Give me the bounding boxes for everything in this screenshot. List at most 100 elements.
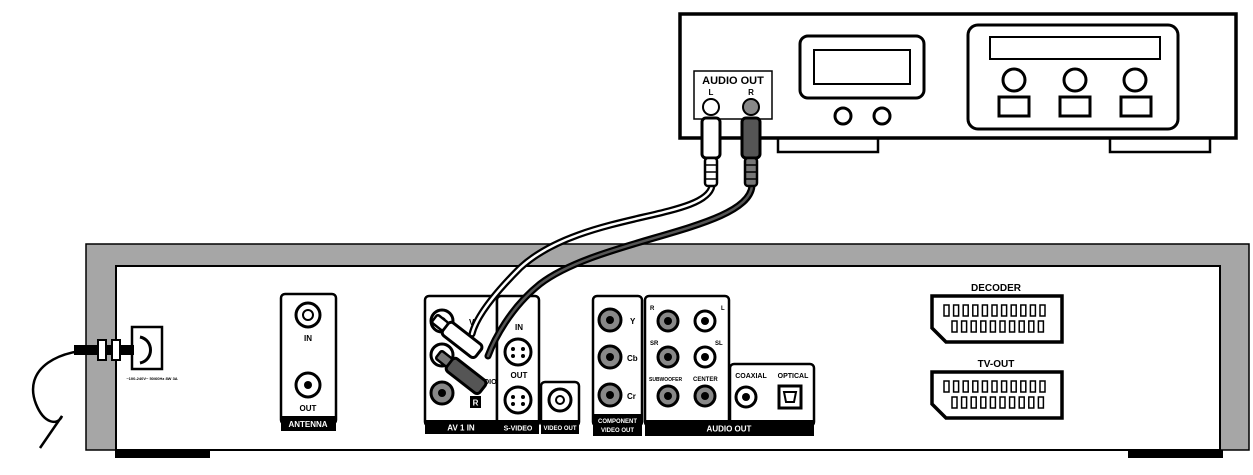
- digital-optical-port[interactable]: [777, 384, 803, 410]
- scart-decoder-pin: [1018, 320, 1025, 333]
- scart-tvout-label: TV-OUT: [978, 359, 1015, 370]
- av1-title-bar: [425, 420, 497, 434]
- svideo-in-pin-2: [521, 347, 525, 351]
- power-rating-text: ~100-240V~ 50/60Hz 8W 3A: [126, 376, 177, 381]
- scart-decoder-pin: [1028, 320, 1035, 333]
- scart-decoder-pin: [991, 304, 998, 317]
- av1-title: AV 1 IN: [447, 424, 475, 433]
- amplifier-jack-left[interactable]: [702, 98, 720, 116]
- scart-decoder-pin: [1008, 320, 1016, 333]
- audio-out-l-center: [701, 317, 709, 325]
- digital-optical-port-shape: [782, 391, 798, 403]
- amplifier-button-2[interactable]: [1058, 95, 1092, 118]
- power-plug-grip-1: [97, 339, 107, 361]
- power-cable: [31, 348, 103, 449]
- antenna-in-jack-center: [302, 309, 314, 321]
- scart-decoder-pin: [972, 304, 979, 317]
- component-title-line1: COMPONENT: [598, 419, 637, 425]
- amplifier-knob-1[interactable]: [833, 106, 853, 126]
- svideo-out-label: OUT: [511, 371, 528, 380]
- digital-coaxial-center: [742, 393, 750, 401]
- scart-tvout-pin: [1010, 380, 1017, 393]
- av1-plug-red-boot: [434, 349, 454, 368]
- scart-tvout-pin: [951, 396, 958, 409]
- amplifier-unit: AUDIO OUT L R: [678, 12, 1238, 154]
- scart-tvout-pin: [970, 396, 977, 409]
- scart-decoder-label: DECODER: [971, 283, 1022, 294]
- audio-out-sl-label: SL: [715, 341, 723, 347]
- scart-tvout-pin: [989, 396, 997, 409]
- audio-cables: [430, 116, 762, 396]
- scart-tvout-pin: [1008, 396, 1016, 409]
- audio-out-center-label: CENTER: [693, 377, 718, 383]
- amplifier-button-1[interactable]: [997, 95, 1031, 118]
- scart-tvout-pin: [991, 380, 998, 393]
- audio-out-sr-label: SR: [650, 341, 659, 347]
- scart-decoder-pin: [999, 320, 1006, 333]
- antenna-section: IN OUT ANTENNA: [279, 292, 338, 431]
- amp-plug-red[interactable]: [740, 116, 762, 160]
- scart-decoder-port[interactable]: [930, 294, 1064, 344]
- audio-out-section: R L SR SL SUBWOOFER CENTER: [643, 294, 731, 428]
- amplifier-display-screen: [813, 49, 911, 85]
- video-out-title-bar: [541, 420, 579, 434]
- scart-section: DECODER TV-OUT: [930, 283, 1064, 420]
- amplifier-dial-1[interactable]: [1001, 67, 1027, 93]
- scart-decoder-pin: [980, 320, 987, 333]
- scart-decoder-pin: [952, 304, 960, 317]
- power-socket-outline: [139, 335, 152, 365]
- scart-decoder-pin: [951, 320, 958, 333]
- svideo-in-jack[interactable]: [503, 337, 533, 367]
- audio-out-title: AUDIO OUT: [707, 425, 752, 434]
- amplifier-tray-slot: [989, 36, 1161, 60]
- audio-out-title-bar: [645, 420, 814, 436]
- scart-decoder-pin: [989, 320, 997, 333]
- digital-optical-label: OPTICAL: [778, 373, 809, 380]
- audio-out-l-label: L: [721, 306, 725, 312]
- amplifier-button-3[interactable]: [1119, 95, 1153, 118]
- av1-plug-white[interactable]: [430, 312, 484, 360]
- svideo-in-pin-1: [511, 347, 515, 351]
- audio-out-subwoofer-label: SUBWOOFER: [649, 377, 682, 383]
- av1-r-badge: R: [473, 399, 479, 408]
- svideo-out-pin-3: [511, 402, 515, 406]
- amplifier-foot-left: [776, 136, 880, 154]
- power-plug-grip-2: [111, 339, 121, 361]
- scart-decoder-pin: [981, 304, 989, 317]
- svideo-in-pin-3: [511, 354, 515, 358]
- scart-tvout-pin: [1028, 396, 1035, 409]
- amplifier-audio-out-label: AUDIO OUT: [702, 75, 764, 87]
- amplifier-left-label: L: [709, 88, 714, 97]
- video-out-section: VIDEO OUT: [539, 380, 581, 434]
- scart-tvout-port[interactable]: [930, 370, 1064, 420]
- video-out-title: VIDEO OUT: [543, 426, 576, 432]
- audio-out-sl-center: [701, 353, 709, 361]
- antenna-out-label: OUT: [300, 404, 317, 413]
- amplifier-foot-right: [1108, 136, 1212, 154]
- amplifier-knob-2[interactable]: [872, 106, 892, 126]
- amplifier-jack-right[interactable]: [742, 98, 760, 116]
- svideo-out-jack[interactable]: [503, 385, 533, 415]
- antenna-in-label: IN: [304, 334, 312, 343]
- amplifier-dial-2[interactable]: [1062, 67, 1088, 93]
- svideo-out-pin-2: [521, 395, 525, 399]
- av1-plug-red[interactable]: [434, 348, 488, 396]
- component-cr-center: [606, 391, 614, 399]
- amp-plug-white[interactable]: [700, 116, 722, 160]
- scart-decoder-pin: [960, 320, 968, 333]
- power-socket: [130, 325, 164, 371]
- amplifier-dial-3[interactable]: [1122, 67, 1148, 93]
- scart-tvout-pin: [972, 380, 979, 393]
- scart-tvout-pins: [943, 380, 1046, 409]
- cable-white: [470, 184, 714, 336]
- av1-plug-white-boot: [430, 313, 450, 332]
- amplifier-right-label: R: [748, 88, 754, 97]
- component-cb-center: [606, 353, 614, 361]
- component-section: Y Cb Cr COMPONENT VIDEO OUT: [591, 294, 644, 436]
- scart-tvout-pin: [962, 380, 969, 393]
- scart-tvout-pin: [980, 396, 987, 409]
- scart-tvout-pin: [1039, 380, 1046, 393]
- scart-tvout-pin: [1000, 380, 1008, 393]
